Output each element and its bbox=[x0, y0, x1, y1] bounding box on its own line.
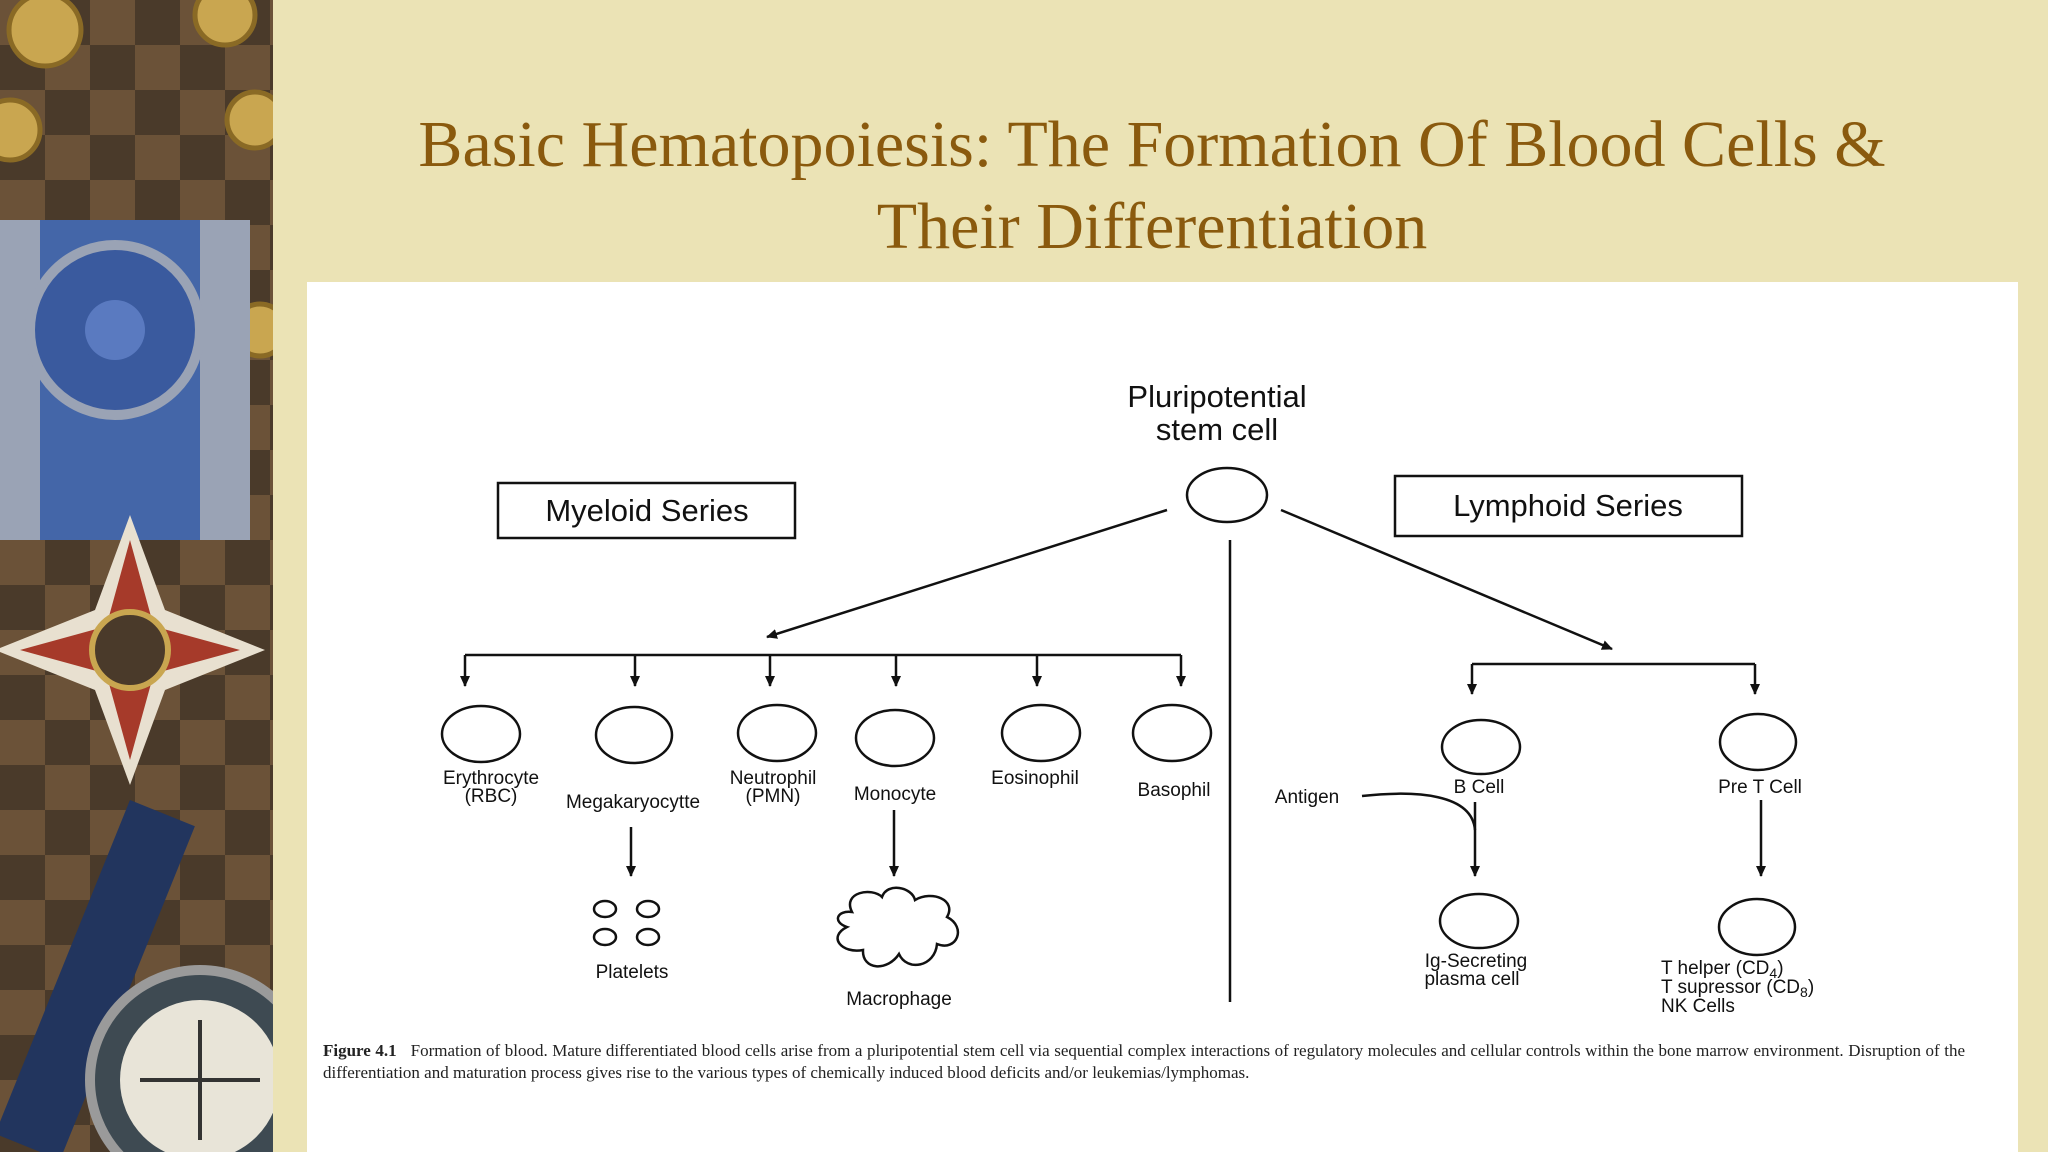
t-helper-subscript: 4 bbox=[1769, 965, 1777, 981]
macrophage-label: Macrophage bbox=[846, 989, 952, 1010]
decorative-photo bbox=[0, 0, 273, 1152]
lymphoid-series-box bbox=[1393, 474, 1744, 538]
t-helper-close: ) bbox=[1777, 958, 1783, 979]
erythrocyte-label-line-2: (RBC) bbox=[465, 786, 518, 807]
figure-caption-label: Figure 4.1 bbox=[323, 1041, 397, 1060]
erythrocyte-label-line-1: Erythrocyte bbox=[443, 768, 539, 789]
stem-cell-label-line-2: stem cell bbox=[1156, 412, 1278, 447]
b-cell bbox=[1440, 718, 1522, 776]
myeloid-series-label: Myeloid Series bbox=[545, 493, 748, 528]
t-helper-label: T helper (CD4) bbox=[1661, 958, 1784, 981]
erythrocyte-cell bbox=[440, 704, 522, 764]
t-supressor-text: T supressor (CD bbox=[1661, 977, 1800, 998]
macrophage-shape bbox=[836, 886, 959, 968]
slide-title: Basic Hematopoiesis: The Formation Of Bl… bbox=[300, 104, 2004, 268]
neutrophil-label-line-2: (PMN) bbox=[746, 786, 801, 807]
arrow-to-myeloid bbox=[766, 508, 1168, 639]
plasma-cell-label-line-2: plasma cell bbox=[1424, 969, 1519, 990]
b-cell-label: B Cell bbox=[1454, 777, 1505, 798]
slide-title-line-1: Basic Hematopoiesis: The Formation Of Bl… bbox=[418, 108, 1886, 181]
stem-cell-label-line-1: Pluripotential bbox=[1127, 379, 1306, 414]
neutrophil-label-line-1: Neutrophil bbox=[730, 768, 817, 789]
t-supressor-subscript: 8 bbox=[1800, 984, 1808, 1000]
basophil-cell bbox=[1131, 703, 1213, 763]
t-supressor-label: T supressor (CD8) bbox=[1661, 977, 1814, 1000]
monocyte-cell bbox=[854, 708, 936, 768]
plasma-cell bbox=[1438, 892, 1520, 950]
platelets-shape bbox=[592, 899, 661, 947]
t-helper-text: T helper (CD bbox=[1661, 958, 1769, 979]
megakaryocyte-label: Megakaryocytte bbox=[566, 792, 700, 813]
myeloid-series-box bbox=[496, 481, 797, 540]
platelets-label: Platelets bbox=[596, 962, 669, 983]
slide-title-line-2: Their Differentiation bbox=[876, 190, 1428, 263]
neutrophil-cell bbox=[736, 703, 818, 763]
figure-panel: Pluripotential stem cell Myeloid Series … bbox=[307, 282, 2018, 1152]
basophil-label: Basophil bbox=[1138, 780, 1211, 801]
stem-cell-node bbox=[1185, 466, 1269, 524]
pre-t-cell bbox=[1718, 712, 1798, 772]
t-cell bbox=[1717, 897, 1797, 957]
lymphoid-series-label: Lymphoid Series bbox=[1453, 488, 1683, 523]
t-supressor-close: ) bbox=[1808, 977, 1814, 998]
antigen-label: Antigen bbox=[1275, 787, 1339, 808]
eosinophil-cell bbox=[1000, 703, 1082, 763]
megakaryocyte-cell bbox=[594, 705, 674, 765]
antigen-arrow bbox=[1361, 792, 1477, 831]
monocyte-label: Monocyte bbox=[854, 784, 936, 805]
figure-caption-text: Formation of blood. Mature differentiate… bbox=[323, 1041, 1965, 1082]
medal-photo-illustration bbox=[0, 0, 273, 1152]
arrow-to-lymphoid bbox=[1280, 508, 1613, 651]
hematopoiesis-diagram: Pluripotential stem cell Myeloid Series … bbox=[440, 379, 1814, 1017]
plasma-cell-label-line-1: Ig-Secreting bbox=[1425, 951, 1527, 972]
nk-cells-label: NK Cells bbox=[1661, 996, 1735, 1017]
eosinophil-label: Eosinophil bbox=[991, 768, 1079, 789]
pre-t-cell-label: Pre T Cell bbox=[1718, 777, 1802, 798]
